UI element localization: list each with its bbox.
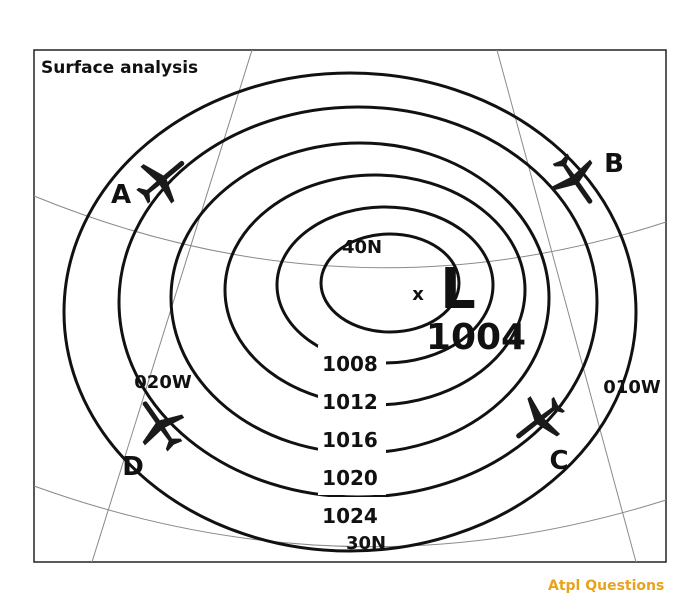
low-pressure-symbol: L — [440, 257, 476, 322]
aircraft-c-icon — [516, 396, 566, 439]
aircraft-b-icon — [550, 153, 593, 204]
isobar-label-gaps — [318, 345, 386, 533]
isobar-label-1020: 1020 — [322, 466, 378, 490]
isobar-label-1024: 1024 — [322, 504, 378, 528]
chart-title: Surface analysis — [41, 58, 198, 78]
longitude-label-020w: 020W — [134, 372, 192, 393]
isobar-1008 — [319, 232, 461, 334]
watermark: Atpl Questions — [548, 578, 664, 594]
gap-1024 — [318, 497, 386, 533]
isobar-outer-1 — [62, 71, 638, 553]
latitude-label-30n: 30N — [346, 533, 386, 554]
longitude-label-010w: 010W — [603, 377, 661, 398]
gap-1016 — [318, 421, 386, 457]
aircraft-d-icon — [142, 401, 185, 452]
latitude-line-lower — [33, 485, 667, 548]
aircraft-label-c: C — [549, 446, 568, 476]
isobar-label-1012: 1012 — [322, 390, 378, 414]
aircraft-label-d: D — [122, 452, 144, 482]
latitude-label-40n: 40N — [342, 237, 382, 258]
aircraft-label-a: A — [111, 180, 131, 210]
isobar-label-1008: 1008 — [322, 352, 378, 376]
low-pressure-value: 1004 — [426, 317, 526, 358]
aircraft-a-icon — [136, 160, 185, 204]
meridian-east — [496, 49, 637, 563]
gap-1020 — [318, 459, 386, 495]
gap-1012 — [318, 383, 386, 419]
gap-1008 — [318, 345, 386, 381]
aircraft-label-b: B — [604, 149, 624, 179]
isobar-label-1016: 1016 — [322, 428, 378, 452]
latitude-line-upper — [33, 195, 667, 269]
low-centre-marker: x — [412, 284, 424, 305]
